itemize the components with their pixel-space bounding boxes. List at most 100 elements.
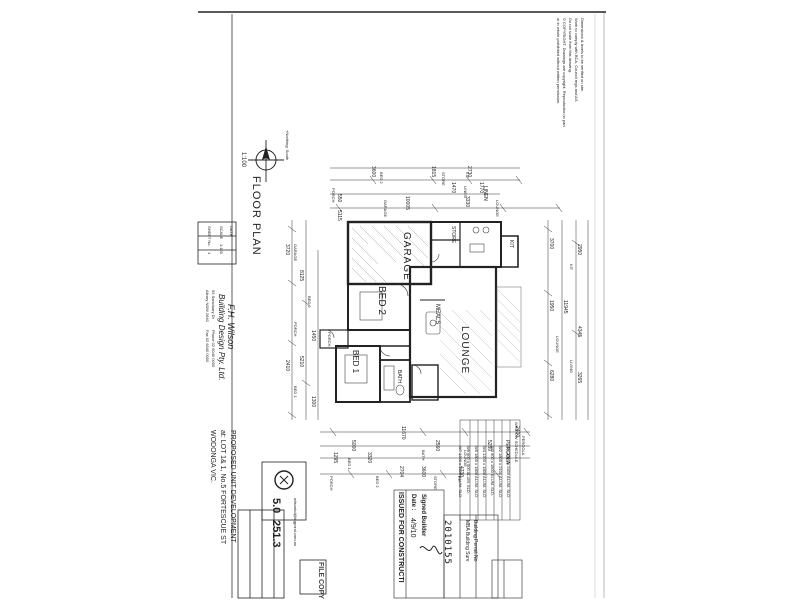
dim-left-label-1: PORCH — [293, 322, 298, 337]
dim-bottom-label-6: STORE — [433, 476, 438, 490]
title-scale-value: 1:100 — [219, 244, 224, 255]
dim-bottom-7: 2704 — [398, 466, 404, 478]
issued-stamp-frame — [393, 489, 523, 599]
window-schedule-row: W1 1800 x 2400 ALUM. SLD. — [506, 446, 511, 499]
dim-top-label-5: LINEN — [463, 186, 468, 198]
firm-subtitle: Building Design Pty. Ltd. — [217, 294, 226, 381]
top-note-5: or in whole prohibited without written p… — [556, 18, 561, 105]
dim-left-3: 1450 — [310, 330, 316, 342]
signature-mark — [419, 545, 443, 555]
dim-bottom-2: 5000 — [350, 440, 356, 452]
dim-bottom-6: 3320 — [366, 452, 372, 464]
window-schedule-heading: WINDOW SCHEDULE — [514, 422, 519, 463]
dimension-lines-left — [287, 220, 319, 420]
dim-top-label-4: GARAGE — [383, 200, 388, 218]
dim-right-1: 1950 — [548, 300, 554, 312]
title-sheet-label: SHEET No. — [207, 226, 212, 247]
room-label-bath: BATH — [396, 370, 402, 383]
dim-right-4: 4345 — [576, 326, 582, 338]
dim-right-3: 11945 — [562, 300, 568, 314]
dim-right-2: 6280 — [548, 370, 554, 382]
window-schedule-row: W7 1200 x 1800 ALUM. SLD. — [458, 446, 463, 499]
dim-top-5: 1470 — [450, 182, 456, 194]
door-swings — [325, 253, 440, 375]
drawing-scale: 1:100 — [240, 152, 246, 168]
fixtures — [344, 226, 490, 396]
dim-left-label-2: BED 1 — [293, 386, 298, 398]
dim-top-0: 550 — [336, 194, 342, 203]
dim-left-2: 2410 — [284, 360, 290, 372]
dim-bottom-8: 3600 — [420, 466, 426, 478]
lounge-hatch — [439, 309, 493, 395]
drawing-title: FLOOR PLAN — [250, 176, 262, 256]
dim-bottom-label-1: BED 1 — [347, 458, 352, 470]
dim-right-label-1: LIVING — [569, 360, 574, 374]
dim-bottom-label-0: PERGOLA — [521, 436, 526, 456]
title-block-frame — [197, 221, 327, 599]
top-note-2: Work to comply with BCA, Council regs an… — [574, 18, 579, 102]
garage-hatch — [351, 225, 429, 283]
window-schedule-row: W3 600 x 1800 ALUM. SLD. — [490, 446, 495, 497]
window-schedule-row: W4 1200 x 1800 ALUM. SLD. — [482, 446, 487, 499]
dim-right-6: 2950 — [576, 244, 582, 256]
dim-top-3: 1815 — [430, 166, 436, 178]
dim-top-label-2: STORE — [441, 172, 446, 186]
dim-left-0: 3720 — [284, 244, 290, 256]
dim-bottom-label-4: PORCH — [329, 476, 334, 491]
dim-bottom-label-2: BATH — [421, 450, 426, 461]
issued-surveyor-1: MBA Building Surv — [464, 520, 470, 562]
building-walls — [319, 220, 519, 403]
project-line-1: PROPOSED UNIT DEVELOPMENT — [229, 430, 236, 543]
room-label-bed1: BED 1 — [351, 350, 360, 374]
dimension-lines-right — [543, 220, 589, 420]
dim-right-0: 3700 — [548, 238, 554, 250]
title-date-label: DATE — [229, 226, 234, 237]
dim-top-label-6: LOUNGE — [495, 200, 500, 217]
firm-address: 55 Sanctuary Dr — [211, 290, 216, 319]
window-schedule-row: W5 1800 x 1800 ALUM. SLD. — [474, 446, 479, 499]
north-note: +Northing: South — [285, 130, 290, 161]
dim-top-label-0: PORCH — [331, 188, 336, 203]
dim-right-label-0: LOUNGE — [555, 336, 560, 353]
issued-signed-label: Signed Builder — [420, 494, 426, 537]
room-label-bed2: BED 2 — [376, 286, 387, 315]
dimension-lines-top — [330, 167, 563, 213]
dim-bottom-5: 1295 — [332, 452, 338, 464]
issued-date-label: Date : — [410, 494, 416, 511]
title-sheet-value: 1 — [207, 252, 212, 255]
top-note-1: Dimensions & levels to be verified on si… — [580, 18, 585, 93]
dim-left-label-0: GARAGE — [293, 244, 298, 262]
firm-suburb: Albury NSW 2640 — [205, 290, 210, 322]
dim-bottom-label-5: BED 2 — [375, 476, 380, 488]
window-schedule-row: W6 600 x 900 ALUM. SLD. — [466, 446, 471, 494]
dim-left-label-3: BED 2 — [307, 296, 312, 308]
dim-right-label-2: KIT — [569, 264, 574, 271]
firm-fax: Fax 02 6040 0000 — [205, 330, 210, 363]
job-number: 5.0 — [270, 498, 282, 514]
issued-number: 2010155 — [442, 520, 452, 565]
room-label-porch: PORCH — [327, 332, 332, 347]
room-label-store: STORE — [450, 226, 456, 244]
issued-surveyor-2: Building Permit No — [472, 520, 478, 562]
firm-email: wilsonbd@bigpond.com.au — [293, 498, 298, 547]
dim-bottom-0: 11670 — [400, 426, 406, 440]
project-line-3: WODONGA VIC. — [209, 430, 216, 483]
dim-left-1: 8125 — [298, 270, 304, 282]
firm-phone: Phone 02 6040 0000 — [211, 330, 216, 368]
file-copy-stamp: FILE COPY — [317, 562, 324, 599]
room-label-meals: MEALS — [434, 304, 440, 325]
dim-top-6: 1770 — [478, 182, 484, 194]
title-scale-label: SCALE — [219, 226, 224, 240]
project-line-2: at: LOT 1& 1, No.5 FORTESCUE ST — [219, 430, 226, 545]
issued-heading: ISSUED FOR CONSTRUCTI — [397, 492, 404, 583]
room-label-lounge: LOUNGE — [459, 326, 470, 375]
north-point-symbol — [248, 140, 284, 182]
issued-date-value: 4/9/10 — [409, 518, 416, 538]
window-schedule-row: W2 1800 x 2100 ALUM. SLD. — [498, 446, 503, 499]
dim-top-7: 10005 — [404, 196, 410, 210]
dim-left-4: 5210 — [298, 356, 304, 368]
dim-top-label-3: KIT — [465, 172, 470, 179]
room-label-kit: KIT — [508, 240, 514, 248]
room-label-garage: GARAGE — [401, 232, 412, 281]
